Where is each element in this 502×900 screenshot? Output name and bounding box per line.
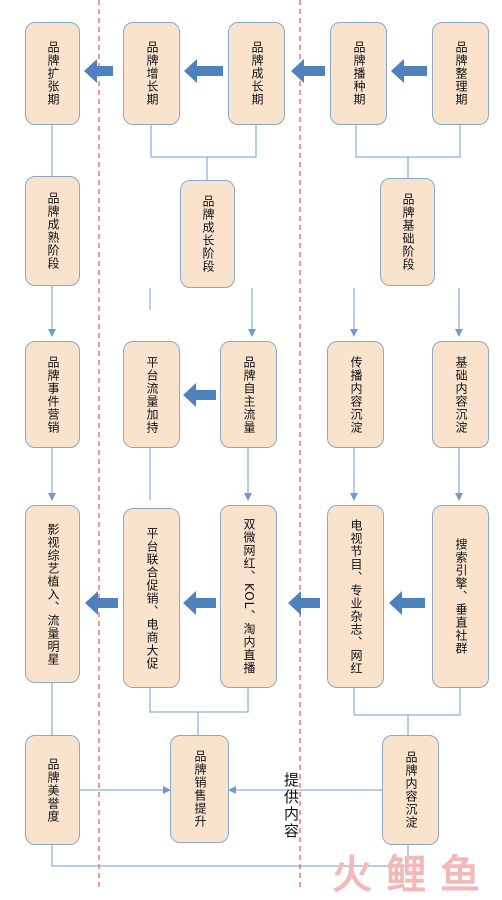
channel-film-variety-label: 影视综艺植入、流量明星 <box>46 522 60 666</box>
connectors <box>48 125 463 867</box>
channel-tv-magazine: 电视节目、专业杂志、网红 <box>327 505 384 688</box>
tactic-base-content-label: 基础内容沉淀 <box>454 355 468 434</box>
phase-foundation-label: 品牌基础阶段 <box>401 193 415 271</box>
outcome-reputation: 品牌美誉度 <box>25 735 80 845</box>
phase-foundation: 品牌基础阶段 <box>380 178 435 286</box>
channel-tv-magazine-label: 电视节目、专业杂志、网红 <box>349 518 363 675</box>
outcome-sales-label: 品牌销售提升 <box>193 750 207 828</box>
outcome-sales: 品牌销售提升 <box>170 735 229 843</box>
arrow-left-6 <box>85 591 118 615</box>
stage-expansion: 品牌扩张期 <box>25 22 80 125</box>
stage-maturing-label: 品牌成长期 <box>250 41 264 106</box>
tactic-event-marketing-label: 品牌事件营销 <box>46 355 60 434</box>
stage-maturing: 品牌成长期 <box>228 22 285 125</box>
provide-content-note: 提供内容 <box>282 772 300 840</box>
phase-mature: 品牌成熟阶段 <box>25 176 80 286</box>
tactic-platform-boost-label: 平台流量加持 <box>145 355 159 434</box>
watermark-char-1: 火 <box>332 852 372 898</box>
channel-search-vertical-label: 搜索引擎、垂直社群 <box>454 538 468 655</box>
tactic-own-traffic: 品牌自主流量 <box>220 341 277 448</box>
channel-film-variety: 影视综艺植入、流量明星 <box>25 505 80 683</box>
channel-platform-promo: 平台联合促销、电商大促 <box>123 508 180 688</box>
arrow-left-3 <box>291 59 325 83</box>
stage-seeding: 品牌播种期 <box>330 22 387 125</box>
channel-search-vertical: 搜索引擎、垂直社群 <box>432 505 489 688</box>
phase-mature-label: 品牌成熟阶段 <box>46 192 60 270</box>
arrow-left-2 <box>184 59 223 83</box>
outcome-reputation-label: 品牌美誉度 <box>46 757 60 823</box>
channel-platform-promo-label: 平台联合促销、电商大促 <box>145 526 159 670</box>
stage-seeding-label: 品牌播种期 <box>352 41 366 106</box>
tactic-event-marketing: 品牌事件营销 <box>25 341 80 448</box>
watermark-logo: 火 鲤 鱼 <box>328 842 498 898</box>
tactic-platform-boost: 平台流量加持 <box>123 341 180 448</box>
stage-growth: 品牌增长期 <box>123 22 180 125</box>
phase-growing: 品牌成长阶段 <box>180 180 235 288</box>
watermark-char-3: 鱼 <box>440 852 480 898</box>
channel-kol: 双微网红、KOL、淘内直播 <box>220 505 277 688</box>
phase-growing-label: 品牌成长阶段 <box>201 195 215 273</box>
arrow-left-4 <box>391 59 427 83</box>
channel-kol-label: 双微网红、KOL、淘内直播 <box>242 518 256 675</box>
arrow-left-9 <box>389 591 425 615</box>
outcome-content: 品牌内容沉淀 <box>382 735 439 845</box>
stage-organizing: 品牌整理期 <box>432 22 489 125</box>
stage-organizing-label: 品牌整理期 <box>454 41 468 106</box>
tactic-spread-content: 传播内容沉淀 <box>327 341 384 448</box>
tactic-spread-content-label: 传播内容沉淀 <box>349 355 363 434</box>
watermark-char-2: 鲤 <box>386 852 426 898</box>
arrow-left-7 <box>183 591 216 615</box>
outcome-content-label: 品牌内容沉淀 <box>404 751 418 829</box>
stage-growth-label: 品牌增长期 <box>145 41 159 106</box>
tactic-base-content: 基础内容沉淀 <box>432 341 489 448</box>
arrow-left-1 <box>84 59 113 83</box>
tactic-own-traffic-label: 品牌自主流量 <box>242 355 256 434</box>
stage-expansion-label: 品牌扩张期 <box>46 41 60 106</box>
flow-arrows <box>84 59 427 615</box>
arrow-left-8 <box>288 591 320 615</box>
arrow-left-5 <box>183 383 216 407</box>
